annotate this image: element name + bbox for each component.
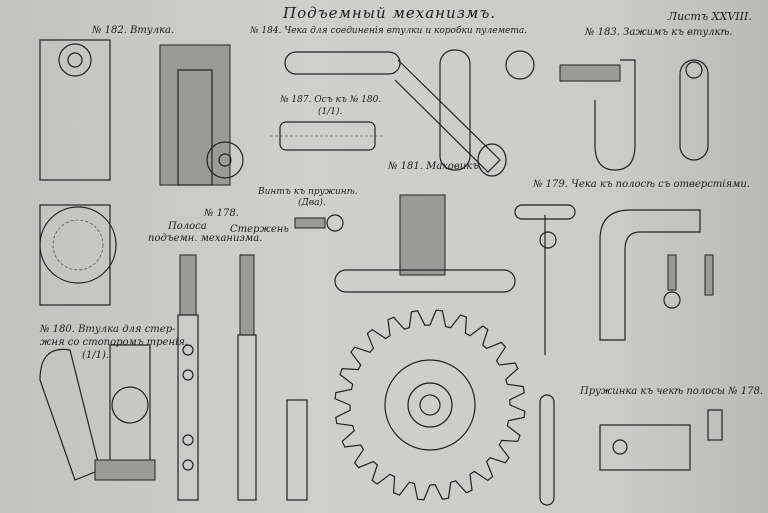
sheet-number: Листъ XXVIII.	[668, 10, 752, 23]
label-part-180: № 180. Втулка для стер-	[40, 324, 176, 335]
label-part-183: № 183. Зажимъ къ втулкѣ.	[585, 27, 733, 38]
part-180-drawing	[39, 344, 156, 481]
label-screw-qty: (Два).	[298, 198, 326, 208]
label-part-184: № 184. Чека для соединенія втулки и коро…	[250, 26, 528, 36]
handwheel-gear	[334, 309, 526, 501]
label-part-187: № 187. Осъ къ № 180.	[280, 95, 382, 105]
part-184-drawing	[284, 49, 535, 177]
part-179-drawing	[514, 204, 714, 355]
label-part-181: № 181. Маховикъ.	[388, 161, 483, 172]
spring-drawing	[539, 394, 723, 506]
label-screw: Винтъ къ пружинѣ.	[258, 187, 358, 197]
part-187-drawing	[270, 121, 385, 151]
label-part-180-scale: (1/1).	[82, 350, 110, 361]
label-part-179: № 179. Чека къ полосѣ съ отверстіями.	[533, 179, 751, 190]
label-part-178-strip: Полоса	[168, 221, 207, 232]
label-part-182: № 182. Втулка.	[92, 25, 175, 36]
label-spring: Пружинка къ чекѣ полосы № 178.	[580, 386, 764, 397]
sheet-title: Подъемный механизмъ.	[283, 4, 497, 22]
label-part-180-2: жня со стопоромъ тренія.	[40, 337, 189, 348]
label-part-178-rod: Стержень	[230, 224, 289, 235]
label-part-178-strip-2: подъемн. механизма.	[148, 233, 263, 244]
part-183-drawing	[559, 59, 709, 171]
part-178-drawing	[177, 214, 344, 501]
gear-teeth-outline	[334, 309, 526, 501]
label-part-187-scale: (1/1).	[318, 107, 343, 117]
label-part-178: № 178.	[204, 208, 239, 219]
part-181-drawing	[334, 194, 526, 501]
part-182-drawing	[39, 39, 244, 306]
